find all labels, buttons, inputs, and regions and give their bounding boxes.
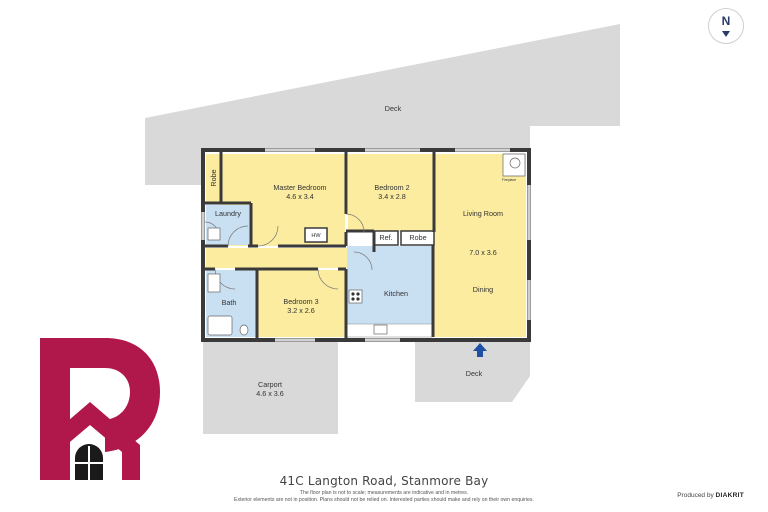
entry-arrow-icon xyxy=(473,343,487,357)
compass: N xyxy=(708,8,744,44)
size-master-bedroom: 4.6 x 3.4 xyxy=(286,192,314,201)
compass-letter: N xyxy=(721,14,731,28)
hw-box xyxy=(304,227,328,243)
kitchen-bench xyxy=(346,323,433,338)
label-kitchen: Kitchen xyxy=(384,289,408,298)
deck-top xyxy=(145,24,620,185)
room-bedroom-2 xyxy=(348,154,434,232)
door-swings xyxy=(204,213,373,290)
size-carport: 4.6 x 3.6 xyxy=(256,389,284,398)
vanity xyxy=(207,273,221,293)
room-robe-left xyxy=(206,154,221,202)
interior-walls xyxy=(205,150,436,338)
fireplace-circle xyxy=(509,157,521,169)
bath-tub xyxy=(207,315,233,336)
label-bedroom-2: Bedroom 2 xyxy=(374,183,409,192)
disclaimer-line-2: Exterior elements are not in position. P… xyxy=(234,497,534,503)
brand-logo xyxy=(40,338,160,480)
label-living-room: Living Room xyxy=(463,209,503,218)
room-bedroom-3 xyxy=(258,270,346,337)
label-deck-bottom: Deck xyxy=(466,369,483,378)
credit: Produced by DIAKRIT xyxy=(677,492,744,499)
label-bedroom-3: Bedroom 3 xyxy=(283,297,318,306)
label-master-bedroom: Master Bedroom xyxy=(273,183,326,192)
label-bath: Bath xyxy=(222,298,237,307)
label-carport: Carport xyxy=(258,380,282,389)
label-ref: Ref. xyxy=(379,233,392,242)
label-robe-right: Robe xyxy=(409,233,426,242)
credit-prefix: Produced by xyxy=(677,492,714,499)
deck-bottom xyxy=(415,340,530,402)
label-robe-left: Robe xyxy=(209,169,218,186)
size-bedroom-2: 3.4 x 2.8 xyxy=(378,192,406,201)
room-kitchen xyxy=(347,246,432,324)
robe-right-box xyxy=(400,230,435,246)
size-bedroom-3: 3.2 x 2.6 xyxy=(287,306,315,315)
property-address: 41C Langton Road, Stanmore Bay xyxy=(279,474,489,488)
room-hallway xyxy=(206,248,374,268)
size-living-room: 7.0 x 3.6 xyxy=(469,248,497,257)
north-arrow-icon xyxy=(722,31,730,37)
carport-area xyxy=(203,340,338,434)
stove xyxy=(348,289,363,304)
stove-burners xyxy=(351,292,360,301)
kitchen-sink xyxy=(373,324,388,335)
label-hw: HW xyxy=(311,233,321,239)
credit-brand: DIAKRIT xyxy=(715,492,744,499)
room-living-dining xyxy=(434,154,526,337)
toilet xyxy=(239,324,249,336)
window-lines xyxy=(202,149,530,341)
label-dining: Dining xyxy=(473,285,493,294)
disclaimer-line-1: The floor plan is not to scale; measurem… xyxy=(299,490,469,496)
label-laundry: Laundry xyxy=(215,209,241,218)
label-deck-top: Deck xyxy=(385,104,402,113)
label-fireplace: Fireplace xyxy=(502,178,516,182)
laundry-tub xyxy=(207,227,221,241)
